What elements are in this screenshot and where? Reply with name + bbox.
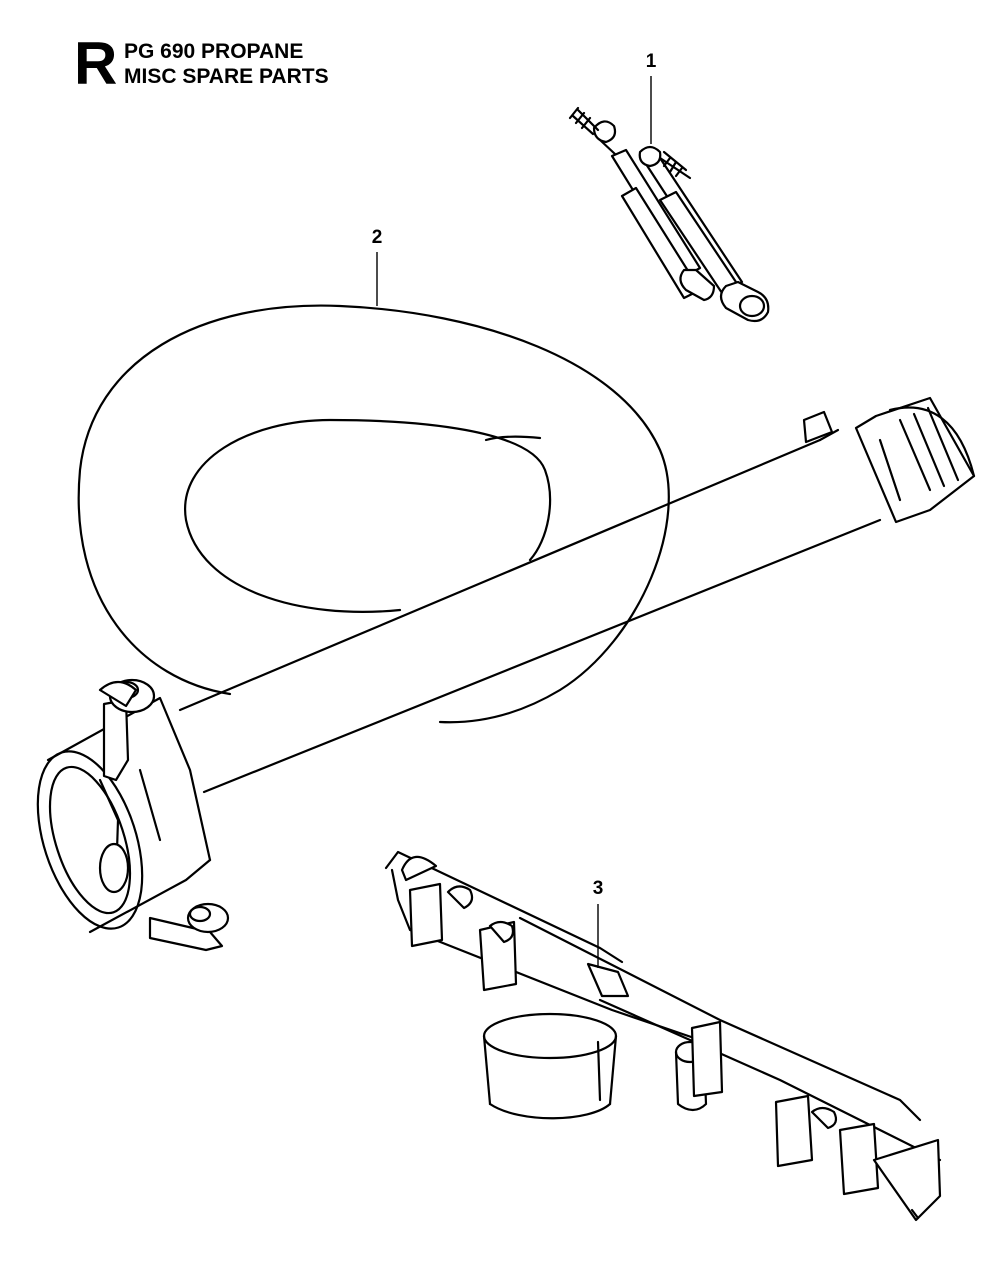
callout-2-number: 2	[372, 227, 383, 248]
callout-1-number: 1	[646, 51, 657, 72]
callout-3: 3	[593, 878, 604, 968]
section-letter: R	[74, 30, 117, 97]
callout-3-number: 3	[593, 878, 604, 899]
part-3-strap	[384, 850, 942, 1222]
callout-2: 2	[372, 227, 383, 306]
diagram-subtitle: MISC SPARE PARTS	[124, 65, 329, 88]
part-1-gas-struts	[568, 106, 770, 323]
callout-1: 1	[646, 51, 657, 144]
part-2-hose-assembly	[36, 304, 976, 952]
diagram-model-title: PG 690 PROPANE	[124, 40, 304, 63]
